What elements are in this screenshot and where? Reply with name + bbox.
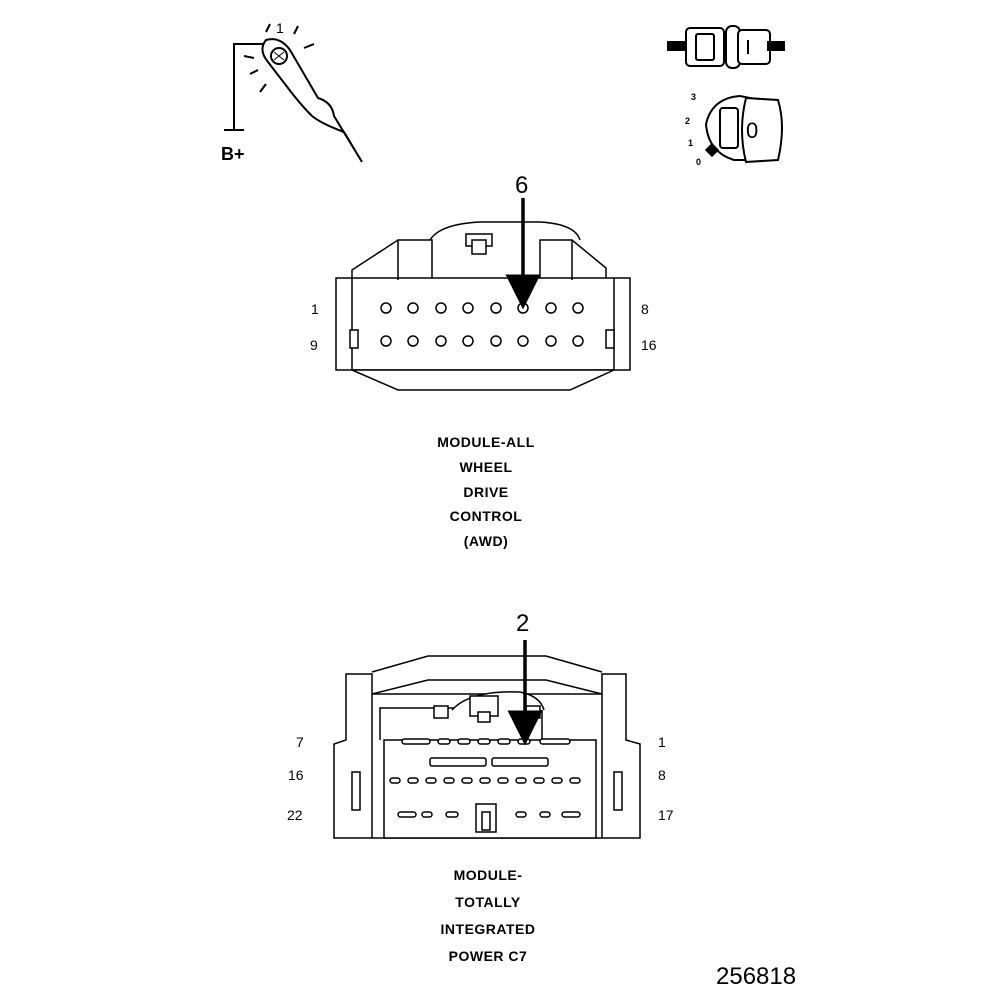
awd-pin-label-9: 9 [310,337,318,353]
awd-callout-pin: 6 [515,172,529,199]
tipm-pin-label-17: 17 [658,807,674,823]
ignition-key-icon [704,94,783,164]
tipm-pin-label-22: 22 [287,807,303,823]
tipm-pin-label-1: 1 [658,734,666,750]
tipm-caption-line: INTEGRATED [440,921,536,937]
tipm-pin-label-8: 8 [658,767,666,783]
tipm-caption-line: TOTALLY [455,894,521,910]
tipm-pin-row-3 [397,811,581,818]
awd-caption-line: DRIVE [463,483,509,500]
tipm-caption-line: POWER C7 [448,948,528,964]
awd-pin-label-16: 16 [641,337,657,353]
key-position-label: 0 [746,118,759,143]
probe-number: 1 [276,20,284,36]
tipm-caption: MODULE- TOTALLY INTEGRATED POWER C7 [368,862,608,970]
battery-positive-label: B+ [221,144,245,164]
awd-pin-label-1: 1 [311,301,319,317]
awd-caption-line: WHEEL [459,458,513,475]
awd-caption-line: MODULE-ALL [437,434,535,450]
awd-caption: MODULE-ALL WHEEL DRIVE CONTROL (AWD) [366,430,606,554]
tipm-caption-line: MODULE- [453,867,523,883]
switch-position-2: 2 [685,116,691,126]
tipm-pin-label-16: 16 [288,767,304,783]
tipm-connector-housing [333,655,641,839]
awd-connector-housing [335,221,631,391]
awd-pin-row-2 [380,335,584,347]
tipm-pin-label-7: 7 [296,734,304,750]
awd-caption-line: CONTROL [449,508,523,525]
switch-position-3: 3 [691,92,697,102]
figure-id: 256818 [716,963,797,990]
disconnect-connector-icon [667,25,785,69]
switch-position-0: 0 [696,157,702,167]
awd-caption-line: (AWD) [463,533,509,550]
tipm-pin-row-1 [401,738,571,745]
test-light-probe-icon [224,23,363,163]
tipm-callout-pin: 2 [516,610,530,637]
awd-pin-label-8: 8 [641,301,649,317]
switch-position-1: 1 [688,138,694,148]
tipm-pin-row-2 [389,757,581,784]
